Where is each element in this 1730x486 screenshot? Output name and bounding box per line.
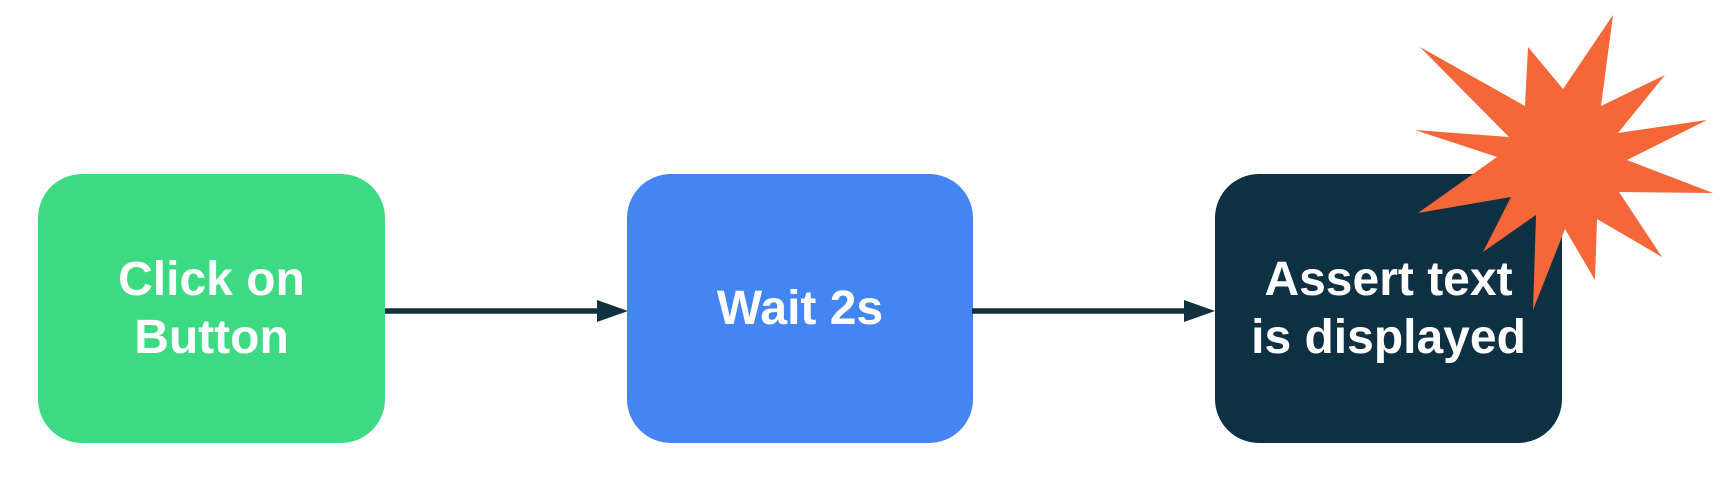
node-wait-2s: Wait 2s xyxy=(627,174,973,443)
node-label: Assert text is displayed xyxy=(1251,251,1526,367)
node-label-line: Wait 2s xyxy=(716,281,884,335)
node-label-line: Click on xyxy=(118,252,305,306)
node-label-line: Assert text xyxy=(1264,252,1513,306)
node-label-line: Button xyxy=(134,310,289,364)
node-label: Click on Button xyxy=(118,251,305,367)
node-label: Wait 2s xyxy=(717,280,883,338)
node-label-line: is displayed xyxy=(1251,310,1526,364)
connector-arrow-2 xyxy=(972,300,1215,322)
node-click-on-button: Click on Button xyxy=(38,174,385,443)
node-assert-text-is-displayed: Assert text is displayed xyxy=(1215,174,1562,443)
arrow-head-icon xyxy=(597,300,628,322)
arrow-head-icon xyxy=(1184,300,1215,322)
connector-arrow-1 xyxy=(385,300,628,322)
